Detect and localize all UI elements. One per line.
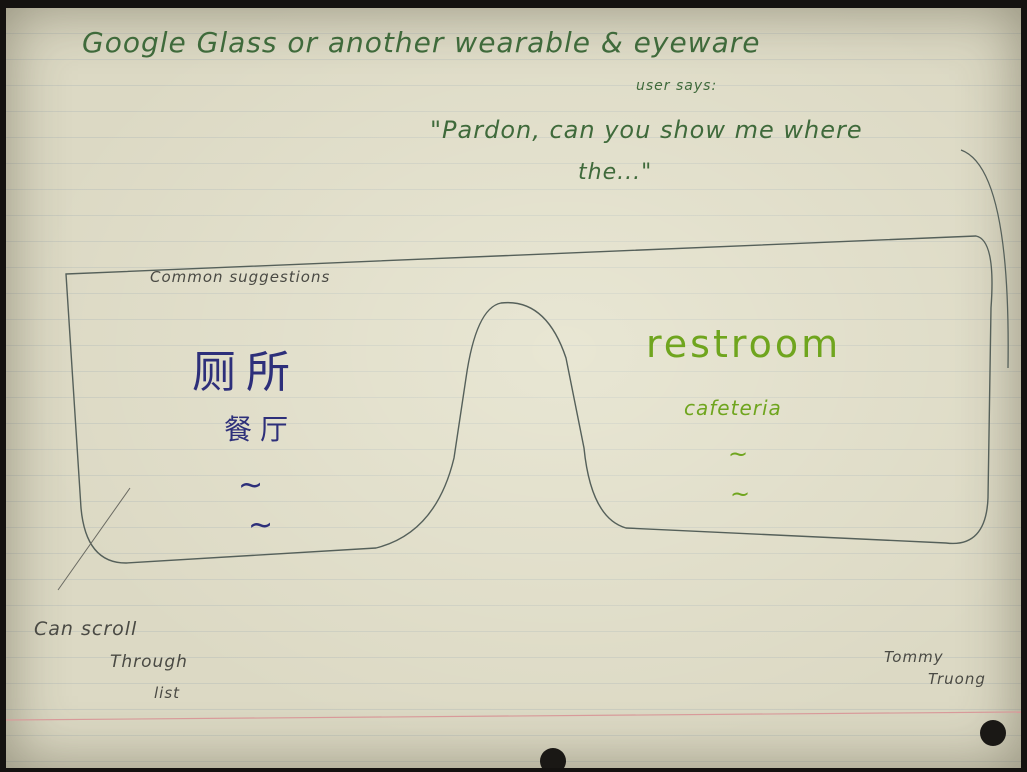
scroll-note-line2: Through bbox=[110, 652, 188, 672]
scroll-note-line1: Can scroll bbox=[34, 618, 138, 640]
user-quote-line2: the..." bbox=[578, 160, 653, 185]
eyeglasses-sketch bbox=[6, 149, 1021, 721]
left-lens-item-placeholder-1: ~ bbox=[238, 468, 265, 503]
right-lens-item-placeholder-2: ~ bbox=[730, 480, 752, 508]
notebook-page: Google Glass or another wearable & eyewa… bbox=[6, 8, 1021, 768]
signature-line1: Tommy bbox=[884, 648, 944, 666]
right-lens-item-restroom: restroom bbox=[646, 322, 842, 366]
left-lens-item-cafeteria: 餐厅 bbox=[224, 413, 297, 446]
annotation-pointer bbox=[57, 487, 131, 591]
glasses-frame bbox=[65, 235, 993, 564]
page-title: Google Glass or another wearable & eyewa… bbox=[82, 26, 761, 59]
signature-line2: Truong bbox=[928, 670, 986, 688]
left-lens-item-restroom: 厕所 bbox=[192, 347, 300, 398]
right-lens-item-cafeteria: cafeteria bbox=[684, 396, 782, 420]
right-lens-item-placeholder-1: ~ bbox=[728, 440, 750, 468]
left-lens-item-placeholder-2: ~ bbox=[248, 508, 275, 543]
user-quote-line1: "Pardon, can you show me where bbox=[430, 116, 863, 144]
scroll-note-line3: list bbox=[154, 684, 181, 702]
binder-hole bbox=[540, 748, 566, 768]
glasses-temple-arm bbox=[960, 149, 1009, 369]
binder-hole bbox=[980, 720, 1006, 746]
margin-line bbox=[6, 711, 1021, 721]
left-lens-label: Common suggestions bbox=[150, 268, 331, 286]
user-says-label: user says: bbox=[636, 78, 718, 94]
